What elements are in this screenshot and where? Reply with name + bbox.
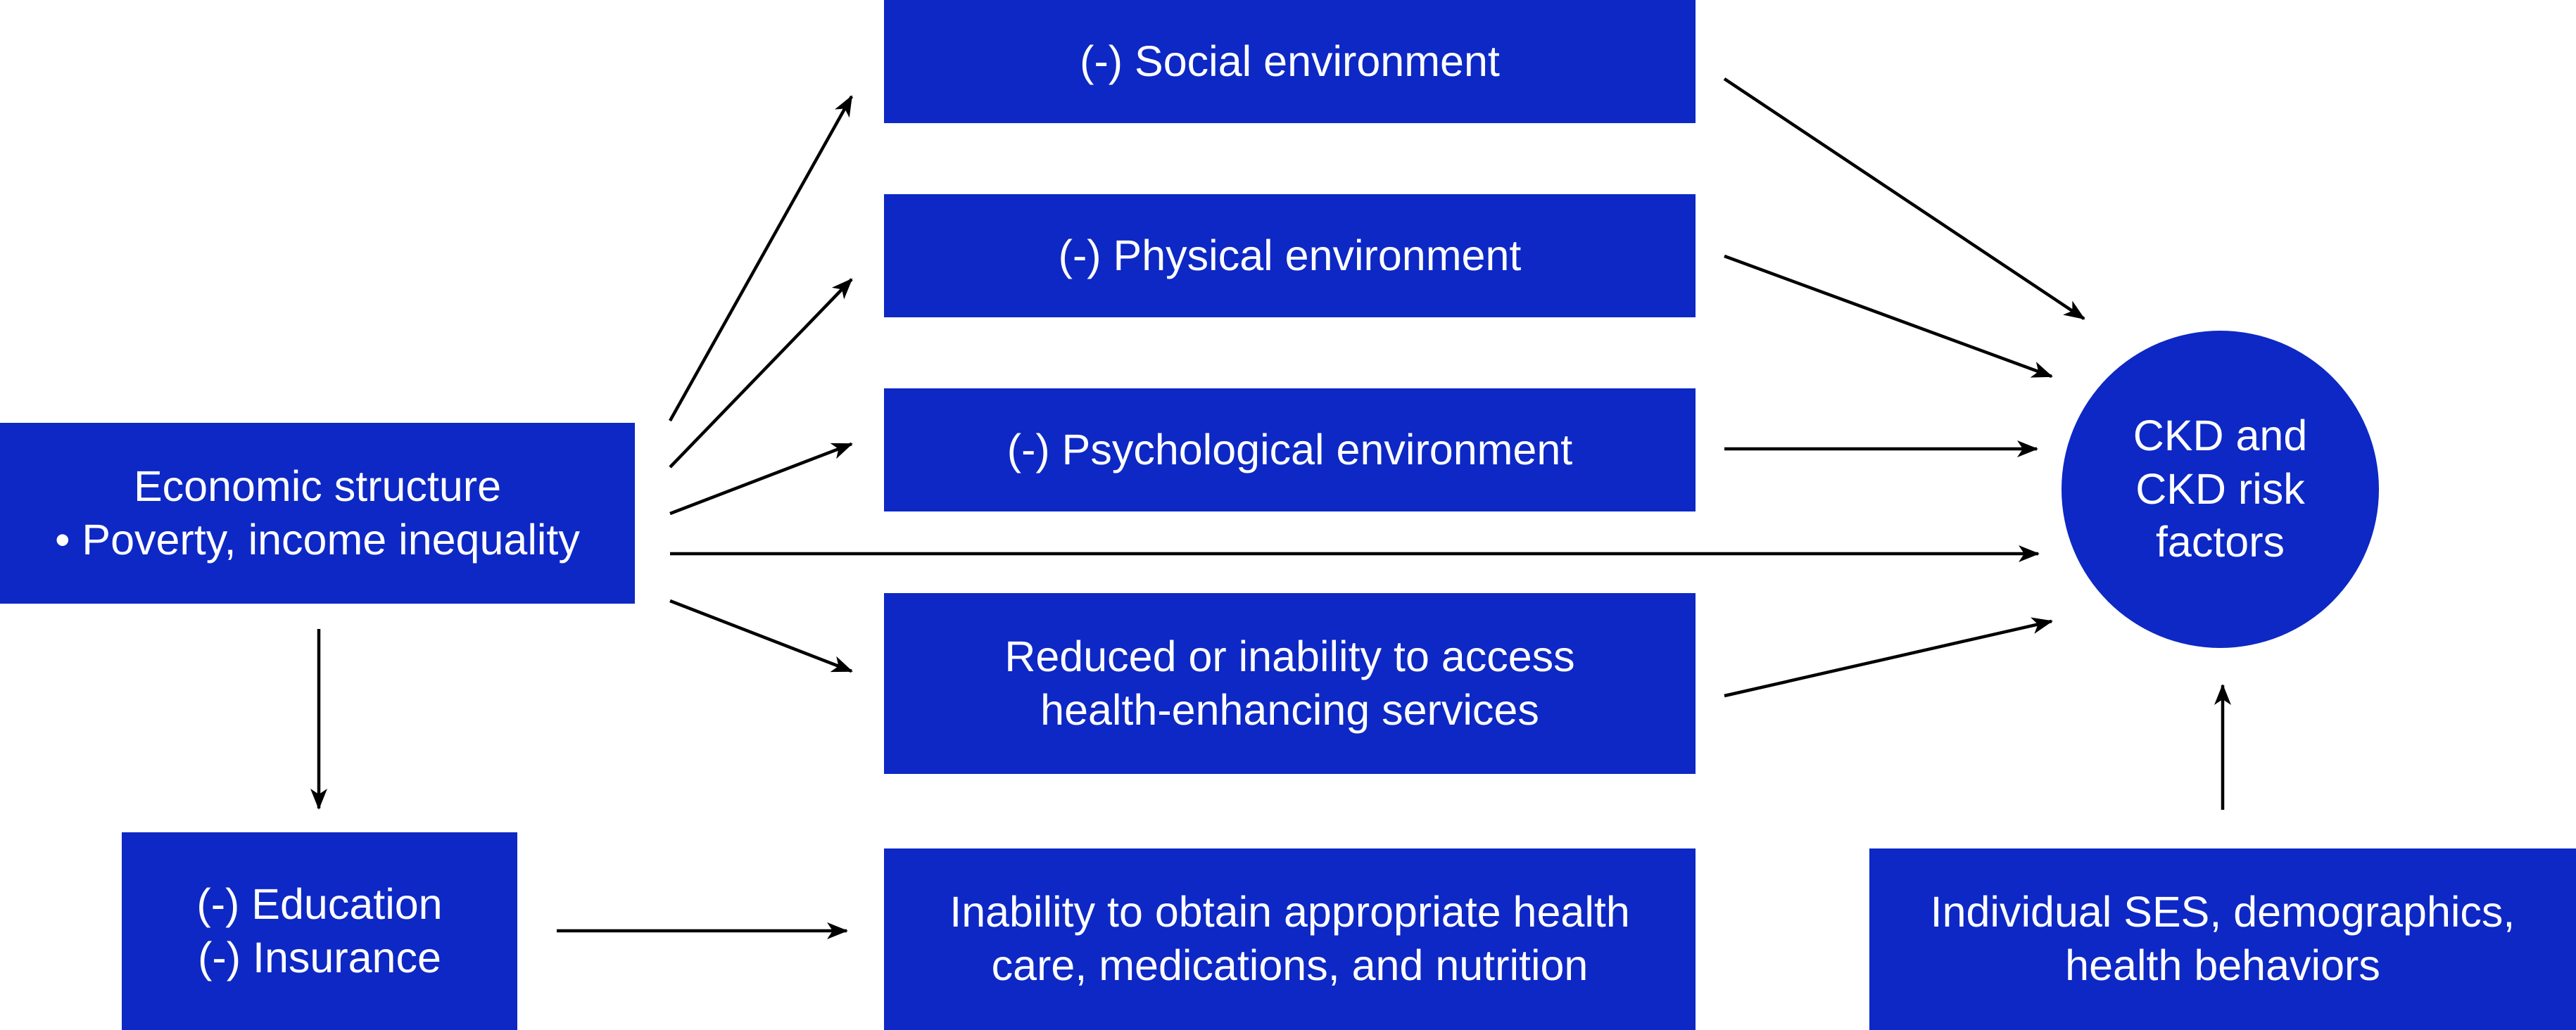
arrow-physical-to-ckd bbox=[1724, 254, 2053, 379]
access-services-box: Reduced or inability to access health-en… bbox=[884, 593, 1696, 774]
arrow-access-to-ckd bbox=[1724, 617, 2053, 698]
ckd-line3: factors bbox=[2155, 518, 2285, 566]
ckd-line2: CKD risk bbox=[2135, 464, 2305, 513]
psychological-environment-label: (-) Psychological environment bbox=[1006, 425, 1573, 473]
arrow-economic-to-physical bbox=[669, 278, 853, 469]
social-environment-label: (-) Social environment bbox=[1080, 37, 1500, 85]
economic-structure-box: Economic structure • Poverty, income ine… bbox=[0, 423, 635, 604]
education-label: (-) Education bbox=[196, 879, 443, 928]
access-services-line2: health-enhancing services bbox=[1040, 685, 1539, 734]
ckd-line1: CKD and bbox=[2133, 412, 2308, 460]
arrow-social-to-ckd bbox=[1723, 77, 2085, 320]
individual-factors-line1: Individual SES, demographics, bbox=[1930, 888, 2515, 936]
psychological-environment-box: (-) Psychological environment bbox=[884, 388, 1696, 511]
economic-structure-title: Economic structure bbox=[133, 462, 502, 510]
health-care-line2: care, medications, and nutrition bbox=[991, 941, 1589, 989]
health-care-line1: Inability to obtain appropriate health bbox=[949, 888, 1630, 936]
arrow-economic-to-psych bbox=[669, 442, 853, 516]
social-environment-box: (-) Social environment bbox=[884, 0, 1696, 123]
arrow-economic-to-social bbox=[669, 95, 853, 422]
health-care-box: Inability to obtain appropriate health c… bbox=[884, 848, 1696, 1030]
individual-factors-line2: health behaviors bbox=[2065, 941, 2380, 989]
education-insurance-box: (-) Education (-) Insurance bbox=[122, 832, 517, 1030]
physical-environment-label: (-) Physical environment bbox=[1058, 231, 1522, 279]
access-services-line1: Reduced or inability to access bbox=[1004, 632, 1575, 680]
physical-environment-box: (-) Physical environment bbox=[884, 194, 1696, 317]
arrow-economic-to-access bbox=[669, 599, 853, 673]
individual-factors-box: Individual SES, demographics, health beh… bbox=[1869, 848, 2576, 1030]
insurance-label: (-) Insurance bbox=[198, 933, 441, 981]
economic-structure-bullet: • Poverty, income inequality bbox=[55, 515, 580, 564]
ckd-circle: CKD and CKD risk factors bbox=[2062, 331, 2379, 648]
